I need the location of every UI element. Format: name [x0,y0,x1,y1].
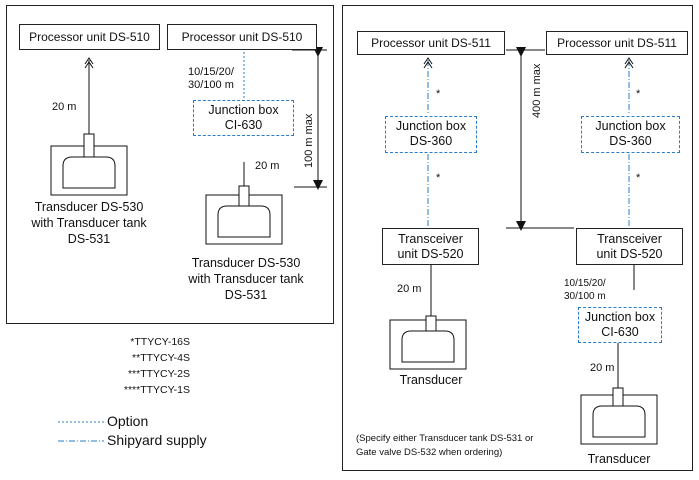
processor-unit-ds510-a: Processor unit DS-510 [19,24,160,50]
caption-line3: DS-531 [224,288,268,302]
transducer-caption: Transducer DS-530 with Transducer tank D… [26,199,152,247]
junction-box-ds360-b: Junction box DS-360 [581,116,680,153]
junction-box-line2: CI-630 [224,118,263,132]
cable-legend-item: ***TTYCY-2S [127,368,190,380]
junction-box-ci630: Junction box CI-630 [578,307,662,343]
cable-note-star: * [636,172,641,184]
processor-unit-ds511-a: Processor unit DS-511 [357,31,505,55]
cable-length-label: 20 m [52,101,77,113]
cable-legend-item: **TTYCY-4S [132,352,190,364]
junction-box-line2: DS-360 [609,134,652,148]
transceiver-unit-ds520-b: Transceiver unit DS-520 [576,228,683,265]
cable-length-label: 20 m [255,160,280,172]
cable-legend-item: *TTYCY-16S [130,336,190,348]
left-diagram-panel [6,5,334,324]
cable-options-line1: 10/15/20/ [188,66,234,78]
transducer-caption: Transducer DS-530 with Transducer tank D… [176,255,316,303]
ordering-note-line1: (Specify either Transducer tank DS-531 o… [356,433,534,444]
caption-line2: with Transducer tank [188,272,304,286]
junction-box-line1: Junction box [595,119,666,133]
cable-length-label: 20 m [590,362,615,374]
junction-box-line1: Junction box [584,310,656,324]
caption-line3: DS-531 [67,232,111,246]
cable-options-label: 10/15/20/ 30/100 m [188,66,234,92]
legend-shipyard-label: Shipyard supply [107,432,207,448]
cable-options-line2: 30/100 m [564,291,606,302]
transducer-glyphs [50,133,658,445]
cable-length-label: 20 m [397,283,422,295]
cable-options-line1: 10/15/20/ [564,278,606,289]
caption-line1: Transducer DS-530 [34,200,144,214]
caption-line2: with Transducer tank [31,216,147,230]
cable-note-star: * [436,172,441,184]
transceiver-line1: Transceiver [398,231,463,246]
ordering-note: (Specify either Transducer tank DS-531 o… [356,432,533,460]
right-diagram-panel [342,5,693,471]
ordering-note-line2: Gate valve DS-532 when ordering) [356,447,503,458]
transducer-caption: Transducer [587,452,651,466]
cable-note-star: * [436,88,441,100]
cable-options-label: 10/15/20/ 30/100 m [564,277,606,303]
processor-unit-ds510-b: Processor unit DS-510 [167,24,317,50]
cable-legend: *TTYCY-16S **TTYCY-4S ***TTYCY-2S ****TT… [90,336,190,400]
cable-note-star: * [636,88,641,100]
transceiver-unit-ds520-a: Transceiver unit DS-520 [382,228,479,265]
cable-legend-item: ****TTYCY-1S [123,384,190,396]
junction-box-ds360-a: Junction box DS-360 [385,116,477,153]
junction-box-ci630: Junction box CI-630 [193,100,294,136]
transceiver-line1: Transceiver [597,231,662,246]
transceiver-line2: unit DS-520 [596,246,663,261]
junction-box-line1: Junction box [208,103,279,117]
transceiver-line2: unit DS-520 [397,246,464,261]
transducer-caption: Transducer [399,373,463,387]
caption-line1: Transducer DS-530 [191,256,301,270]
cable-end-markers [84,57,634,69]
junction-box-line2: CI-630 [601,325,639,339]
junction-box-line2: DS-360 [409,134,453,148]
legend-option-label: Option [107,413,149,429]
junction-box-line1: Junction box [395,119,467,133]
distance-label: 400 m max [531,63,543,118]
processor-unit-ds511-b: Processor unit DS-511 [546,31,688,55]
cable-options-line2: 30/100 m [188,79,234,91]
